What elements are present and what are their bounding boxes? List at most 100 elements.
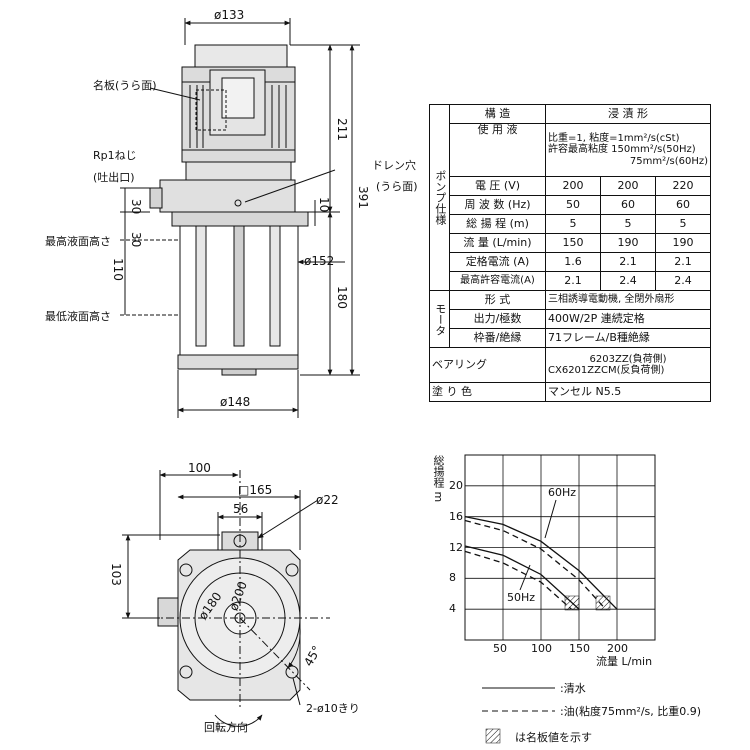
spec-label: 構 造 bbox=[449, 104, 546, 124]
spec-cell: 2.1 bbox=[655, 252, 711, 272]
label-holes: 2-ø10きり bbox=[306, 702, 360, 715]
chart-grid bbox=[465, 455, 655, 640]
dim-dia-152: ø152 bbox=[304, 254, 335, 268]
spec-label: 形 式 bbox=[449, 290, 546, 310]
spec-row-color: 塗 り 色 マンセル N5.5 bbox=[429, 382, 711, 402]
leader-50hz bbox=[519, 564, 531, 591]
spec-label: 周 波 数 (Hz) bbox=[449, 195, 546, 215]
spec-cell: 220 bbox=[655, 176, 711, 196]
spec-value: 三相誘導電動機, 全閉外扇形 bbox=[545, 290, 711, 310]
spec-cell: 60 bbox=[655, 195, 711, 215]
spec-label: 定格電流 (A) bbox=[449, 252, 546, 272]
dim-100: 100 bbox=[188, 461, 211, 475]
spec-cell: 60 bbox=[600, 195, 656, 215]
spec-label: 塗 り 色 bbox=[429, 382, 546, 402]
group-motor: モータ bbox=[429, 290, 450, 348]
dim-103: 103 bbox=[109, 563, 123, 586]
spec-row-liquid: 使 用 液 比重=1, 粘度=1mm²/s(cSt) 許容最高粘度 150mm²… bbox=[430, 123, 711, 177]
series-line-2 bbox=[464, 545, 580, 610]
dim-dia-22: ø22 bbox=[316, 493, 339, 507]
bottom-view-pump bbox=[122, 470, 330, 727]
x-tick-label: 200 bbox=[607, 642, 628, 655]
dim-dia-148: ø148 bbox=[220, 395, 251, 409]
spec-row-voltage: 電 圧 (V) 200 200 220 bbox=[430, 176, 711, 196]
y-tick-label: 12 bbox=[449, 540, 463, 554]
spec-cell: 2.4 bbox=[600, 271, 656, 291]
spec-label: 電 圧 (V) bbox=[449, 176, 546, 196]
x-tick-label: 150 bbox=[569, 642, 590, 655]
y-tick-label: 4 bbox=[449, 602, 456, 616]
y-tick-label: 16 bbox=[449, 509, 463, 523]
front-view-pump bbox=[120, 18, 360, 418]
y-tick-label: 20 bbox=[449, 478, 463, 492]
spec-table: ポンプ仕様 構 造 浸 漬 形 使 用 液 比重=1, 粘度=1mm²/s(cS… bbox=[429, 104, 711, 402]
dim-391: 391 bbox=[356, 186, 370, 209]
spec-row-structure: ポンプ仕様 構 造 浸 漬 形 bbox=[429, 104, 711, 291]
spec-cell: 1.6 bbox=[545, 252, 601, 272]
spec-value: マンセル N5.5 bbox=[545, 382, 711, 402]
label-drain-sub: (うら面) bbox=[376, 180, 418, 193]
spec-value: 400W/2P 連続定格 bbox=[545, 309, 711, 329]
spec-row-rated-current: 定格電流 (A) 1.6 2.1 2.1 bbox=[430, 252, 711, 272]
spec-cell: 200 bbox=[545, 176, 601, 196]
dim-sq-165: □165 bbox=[238, 483, 273, 497]
spec-row-flow: 流 量 (L/min) 150 190 190 bbox=[430, 233, 711, 253]
dim-56: 56 bbox=[233, 502, 249, 516]
x-tick-label: 50 bbox=[493, 642, 507, 655]
dim-180: 180 bbox=[335, 286, 349, 309]
series-line-0 bbox=[464, 516, 618, 610]
spec-label: 出力/極数 bbox=[449, 309, 546, 329]
label-min-level: 最低液面高さ bbox=[45, 310, 111, 323]
spec-cell: 50 bbox=[545, 195, 601, 215]
dim-211: 211 bbox=[335, 118, 349, 141]
label-rp-thread: Rp1ねじ bbox=[93, 149, 137, 162]
spec-cell: 190 bbox=[600, 233, 656, 253]
spec-label: 総 揚 程 (m) bbox=[449, 214, 546, 234]
spec-cell: 2.4 bbox=[655, 271, 711, 291]
spec-row-head: 総 揚 程 (m) 5 5 5 bbox=[430, 214, 711, 234]
spec-cell: 5 bbox=[545, 214, 601, 234]
label-max-level: 最高液面高さ bbox=[45, 235, 111, 248]
spec-cell: 5 bbox=[655, 214, 711, 234]
spec-label: ベアリング bbox=[429, 347, 546, 383]
chart-annotation-50hz: 50Hz bbox=[507, 591, 536, 604]
chart-xlabel: 流量 L/min bbox=[596, 655, 653, 668]
spec-value: 浸 漬 形 bbox=[545, 104, 711, 124]
spec-value: 71フレーム/B種絶縁 bbox=[545, 328, 711, 348]
dim-30a: 30 bbox=[129, 199, 143, 215]
legend-label-dashed: :油(粘度75mm²/s, 比重0.9) bbox=[560, 705, 702, 718]
spec-row-frequency: 周 波 数 (Hz) 50 60 60 bbox=[430, 195, 711, 215]
label-rotation: 回転方向 bbox=[204, 721, 248, 734]
spec-cell: 2.1 bbox=[545, 271, 601, 291]
spec-label: 最高許容電流(A) bbox=[449, 271, 546, 291]
chart-series-group bbox=[464, 516, 618, 610]
dim-30b: 30 bbox=[129, 232, 143, 248]
spec-bearing-line-1: 6203ZZ(負荷側) bbox=[589, 353, 667, 365]
rated-point-50hz bbox=[564, 595, 580, 611]
spec-value-bearing: 6203ZZ(負荷側) CX6201ZZCM(反負荷側) bbox=[545, 347, 711, 383]
spec-row-motor-type: モータ 形 式 三相誘導電動機, 全閉外扇形 bbox=[429, 290, 711, 348]
spec-row-output: 出力/極数 400W/2P 連続定格 bbox=[430, 309, 711, 329]
spec-bearing-line-2: CX6201ZZCM(反負荷側) bbox=[548, 365, 665, 376]
leader-60hz bbox=[544, 499, 557, 539]
spec-liquid-line-3: 75mm²/s(60Hz) bbox=[629, 155, 708, 167]
label-nameplate: 名板(うら面) bbox=[93, 79, 157, 92]
spec-label: 枠番/絶縁 bbox=[449, 328, 546, 348]
rated-point-60hz bbox=[595, 595, 611, 611]
spec-cell: 190 bbox=[655, 233, 711, 253]
label-outlet: (吐出口) bbox=[93, 171, 135, 184]
spec-label: 流 量 (L/min) bbox=[449, 233, 546, 253]
spec-cell: 2.1 bbox=[600, 252, 656, 272]
spec-liquid-line-2: 許容最高粘度 150mm²/s(50Hz) bbox=[548, 144, 696, 156]
spec-cell: 200 bbox=[600, 176, 656, 196]
chart-ylabel: 総揚程 m bbox=[432, 455, 445, 503]
dim-110: 110 bbox=[111, 258, 125, 281]
spec-row-max-current: 最高許容電流(A) 2.1 2.4 2.4 bbox=[430, 271, 711, 291]
performance-chart bbox=[464, 454, 656, 641]
legend-hatch bbox=[485, 728, 501, 744]
spec-label: 使 用 液 bbox=[449, 123, 546, 177]
spec-liquid-line-1: 比重=1, 粘度=1mm²/s(cSt) bbox=[548, 132, 680, 144]
chart-annotation-60hz: 60Hz bbox=[548, 486, 577, 499]
x-tick-label: 100 bbox=[531, 642, 552, 655]
